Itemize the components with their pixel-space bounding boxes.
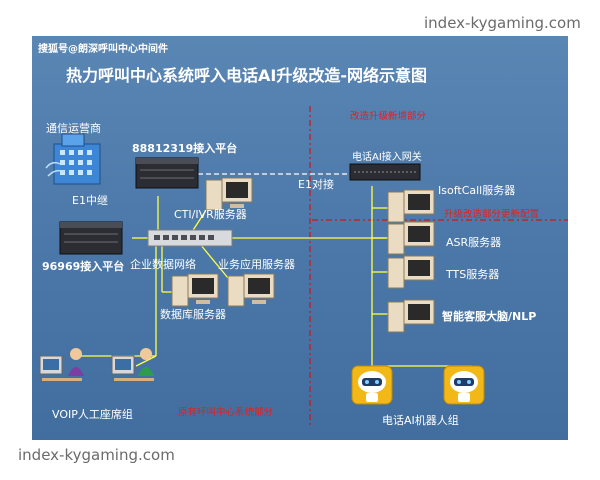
label-cti-server: CTI/IVR服务器 <box>174 208 247 221</box>
label-tts: TTS服务器 <box>446 268 500 281</box>
agent-workstation-icon-1 <box>39 348 84 381</box>
label-carrier: 通信运营商 <box>46 122 101 135</box>
label-original-system: 原有呼叫中心系统部分 <box>178 407 274 418</box>
source-caption: 搜狐号@朗深呼叫中心中间件 <box>38 44 168 55</box>
label-platform2: 96969接入平台 <box>42 260 125 273</box>
label-ai-gateway: 电话AI接入网关 <box>352 152 422 163</box>
label-nlp: 智能客服大脑/NLP <box>442 310 537 323</box>
tts-computer-icon <box>387 255 435 289</box>
label-upgrade-new: 改造升级新增部分 <box>350 111 427 122</box>
cti-server-computer-icon <box>205 177 253 211</box>
platform2-server-icon <box>59 221 123 255</box>
agent-workstation-icon-2 <box>111 348 154 381</box>
isoftcall-computer-icon <box>387 189 435 223</box>
label-db-server: 数据库服务器 <box>160 308 226 321</box>
watermark-bottom: index-kygaming.com <box>10 440 183 470</box>
ai-gateway-device-icon <box>349 163 421 181</box>
label-robot-group: 电话AI机器人组 <box>382 414 459 427</box>
label-asr: ASR服务器 <box>446 236 502 249</box>
label-isoftcall: IsoftCall服务器 <box>438 184 516 197</box>
watermark-top: index-kygaming.com <box>416 8 589 38</box>
platform1-server-icon <box>135 157 199 189</box>
label-upgrade-update: 升级改造部分更新配置 <box>444 209 540 220</box>
yellow-links <box>80 186 473 396</box>
diagram-slide: 搜狐号@朗深呼叫中心中间件 热力呼叫中心系统呼入电话AI升级改造-网络示意图 改… <box>32 36 568 440</box>
label-app-server: 业务应用服务器 <box>218 258 295 271</box>
label-e1-link: E1对接 <box>298 178 334 191</box>
db-server-computer-icon <box>171 273 219 307</box>
label-enterprise-network: 企业数据网络 <box>130 258 196 271</box>
label-e1-relay: E1中继 <box>72 194 108 207</box>
app-server-computer-icon <box>227 273 275 307</box>
carrier-building-icon <box>45 133 101 185</box>
label-platform1: 88812319接入平台 <box>132 142 238 155</box>
label-voip-group: VOIP人工座席组 <box>52 408 133 421</box>
connection-layer <box>39 106 568 426</box>
robot-icon-2 <box>443 365 485 405</box>
asr-computer-icon <box>387 221 435 255</box>
diagram-title: 热力呼叫中心系统呼入电话AI升级改造-网络示意图 <box>66 66 427 85</box>
robot-icon-1 <box>351 365 393 405</box>
network-switch-icon <box>147 229 233 247</box>
nlp-computer-icon <box>387 299 435 333</box>
